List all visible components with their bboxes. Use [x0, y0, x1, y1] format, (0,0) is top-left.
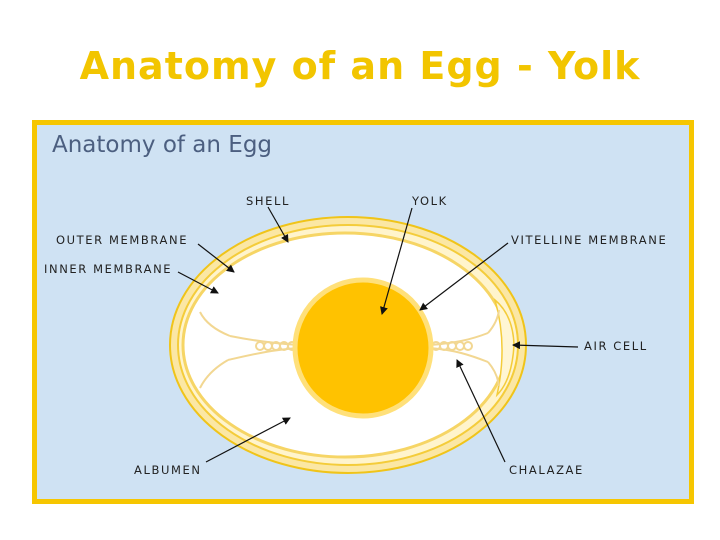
arrow-yolk: [380, 207, 413, 315]
arrow-outer-membrane: [197, 243, 235, 273]
chalaza-left: [199, 311, 299, 389]
chalaza-right: [429, 309, 500, 387]
label-chalazae: CHALAZAE: [509, 463, 584, 477]
slide-title: Anatomy of an Egg - Yolk: [79, 44, 641, 88]
arrow-shell: [267, 206, 289, 243]
label-albumen: ALBUMEN: [134, 463, 202, 477]
label-outer-membrane: OUTER MEMBRANE: [56, 233, 189, 247]
arrow-chalazae: [456, 359, 506, 463]
air-cell: [493, 297, 515, 398]
arrow-inner-membrane: [177, 271, 219, 294]
yolk: [292, 277, 434, 419]
label-vitelline-membrane: VITELLINE MEMBRANE: [511, 233, 668, 247]
arrow-albumen: [205, 417, 291, 463]
label-arrows: [177, 206, 579, 463]
label-air-cell: AIR CELL: [584, 339, 648, 353]
label-yolk: YOLK: [412, 194, 448, 208]
arrow-air-cell: [512, 341, 579, 350]
label-inner-membrane: INNER MEMBRANE: [44, 262, 173, 276]
label-shell: SHELL: [246, 194, 291, 208]
diagram-heading: Anatomy of an Egg: [52, 132, 273, 158]
arrow-vitelline-membrane: [419, 242, 509, 311]
